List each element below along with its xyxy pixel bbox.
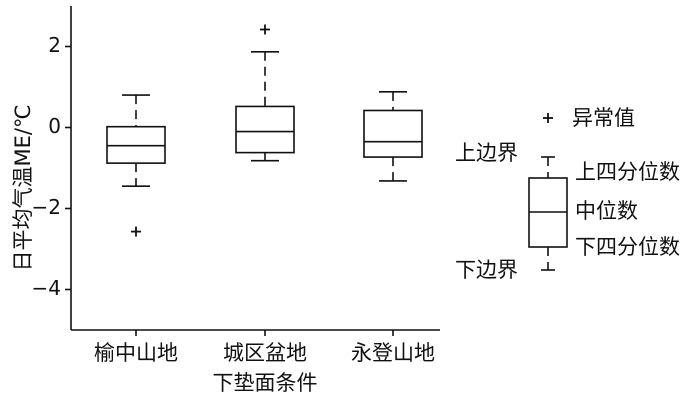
box-0 bbox=[106, 125, 166, 164]
legend-median-label: 中位数 bbox=[575, 199, 638, 223]
x-tick-label-2: 永登山地 bbox=[351, 341, 435, 365]
y-tick-label-0: −4 bbox=[32, 276, 61, 300]
legend-q3-label: 上四分位数 bbox=[575, 160, 680, 184]
box-2 bbox=[363, 109, 423, 158]
legend-upper-whisker-label: 上边界 bbox=[455, 141, 518, 165]
plot-area: −4 −2 0 2 榆中山地 城区盆地 永登山地 bbox=[32, 6, 440, 365]
y-tick-label-3: 2 bbox=[48, 33, 61, 57]
y-tick-label-1: −2 bbox=[32, 195, 61, 219]
y-tick-label-2: 0 bbox=[48, 114, 61, 138]
legend-lower-whisker-label: 下边界 bbox=[455, 258, 518, 282]
legend-q1-label: 下四分位数 bbox=[575, 235, 680, 259]
legend: 异常值 上边界 上四分位数 中位数 下四分位数 下边界 bbox=[455, 106, 680, 282]
x-tick-label-1: 城区盆地 bbox=[223, 341, 307, 365]
x-tick-label-0: 榆中山地 bbox=[94, 341, 178, 365]
legend-outlier-label: 异常值 bbox=[572, 106, 635, 130]
x-axis-title: 下垫面条件 bbox=[213, 371, 318, 395]
box-1 bbox=[235, 105, 295, 154]
y-axis-title: 日平均气温ME/℃ bbox=[11, 104, 35, 271]
